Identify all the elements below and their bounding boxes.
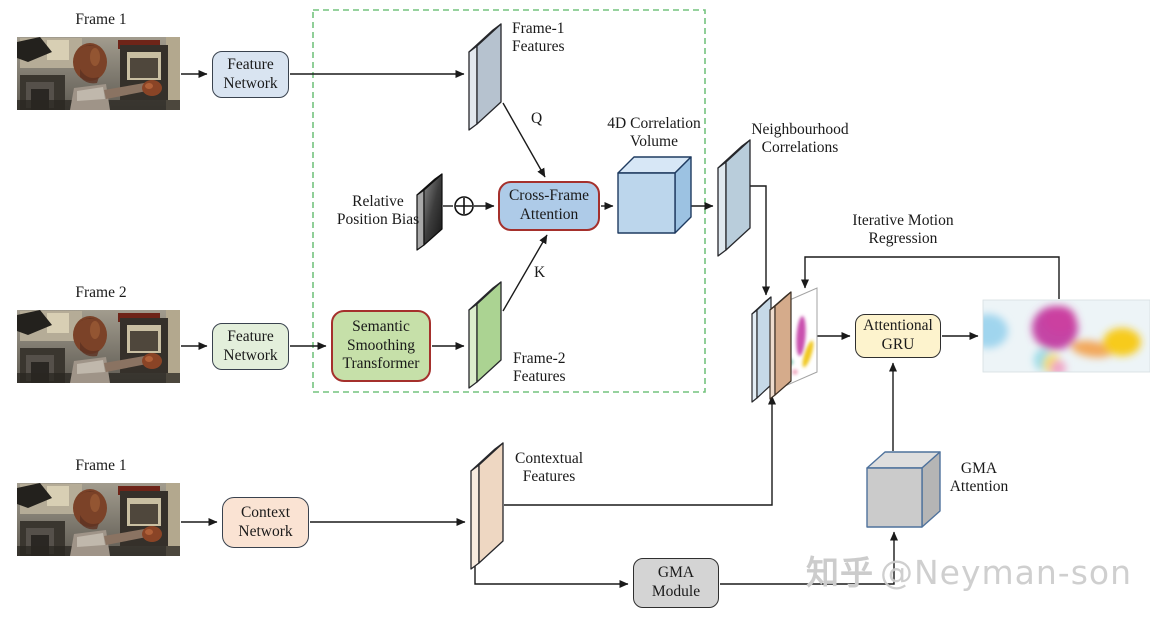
label-key: K	[534, 264, 546, 281]
add-operator-icon	[454, 196, 474, 216]
attentional-gru-label: Attentional GRU	[863, 317, 933, 353]
feature-network-1-label: Feature Network	[223, 55, 278, 92]
arrow-iterative-feedback	[801, 256, 1060, 299]
arrow-contextual-to-gmamodule	[474, 564, 629, 588]
neighbourhood-correlations-slab	[717, 139, 751, 257]
label-frame2-features: Frame-2 Features	[513, 350, 566, 386]
feature-network-1-box: Feature Network	[212, 51, 289, 98]
relative-position-bias-slab	[416, 173, 443, 251]
arrow-gmamodule-to-gmaattention	[720, 531, 898, 585]
label-correlation-volume: 4D Correlation Volume	[607, 115, 701, 151]
semantic-smoothing-transformer-label: Semantic Smoothing Transformer	[342, 317, 420, 373]
label-neighbourhood-correlations: Neighbourhood Correlations	[751, 121, 849, 157]
arrow-query	[502, 102, 546, 178]
contextual-features-slab	[470, 442, 504, 570]
connectors	[181, 70, 1060, 588]
arrow-key	[502, 234, 548, 312]
watermark: 知乎@Neyman-son	[806, 546, 1132, 594]
feature-network-2-label: Feature Network	[223, 327, 278, 364]
stack-context-slab	[769, 291, 792, 400]
stack-correlation-slab	[751, 296, 772, 403]
label-frame1-features: Frame-1 Features	[512, 20, 565, 56]
cross-frame-attention-label: Cross-Frame Attention	[508, 187, 590, 223]
label-query: Q	[531, 110, 543, 127]
semantic-smoothing-transformer-box: Semantic Smoothing Transformer	[331, 310, 431, 382]
gma-module-box: GMA Module	[633, 558, 719, 608]
label-iterative-motion-regression: Iterative Motion Regression	[852, 212, 954, 248]
frame1-bottom-image	[17, 483, 180, 556]
cross-frame-attention-box: Cross-Frame Attention	[498, 181, 600, 231]
watermark-handle: @Neyman-son	[880, 553, 1133, 592]
label-frame2: Frame 2	[75, 284, 127, 301]
label-frame1-bottom: Frame 1	[75, 457, 127, 474]
label-frame1-top: Frame 1	[75, 11, 127, 28]
label-relative-position-bias: Relative Position Bias	[336, 193, 420, 229]
context-network-box: Context Network	[222, 497, 309, 548]
gma-module-label: GMA Module	[651, 564, 701, 600]
attentional-gru-box: Attentional GRU	[855, 314, 941, 358]
frame2-image	[17, 310, 180, 383]
feature-network-2-box: Feature Network	[212, 323, 289, 370]
label-contextual-features: Contextual Features	[514, 450, 584, 486]
watermark-brand: 知乎	[806, 553, 874, 592]
label-gma-attention: GMA Attention	[949, 460, 1009, 496]
correlation-volume-cube	[617, 156, 692, 234]
arrow-neighbourhood-to-stack	[750, 185, 770, 296]
flow-estimate-sheet	[784, 287, 818, 387]
cross-frame-attention-group-outline	[312, 9, 706, 393]
fused-feature-stack	[751, 287, 818, 403]
flow-output-image	[982, 299, 1150, 373]
frame1-features-slab	[468, 23, 502, 131]
gma-attention-cube	[866, 451, 941, 528]
frame2-features-slab	[468, 281, 502, 389]
frame1-top-image	[17, 37, 180, 110]
context-network-label: Context Network	[238, 503, 293, 540]
arrow-contextual-to-stack	[504, 395, 776, 506]
